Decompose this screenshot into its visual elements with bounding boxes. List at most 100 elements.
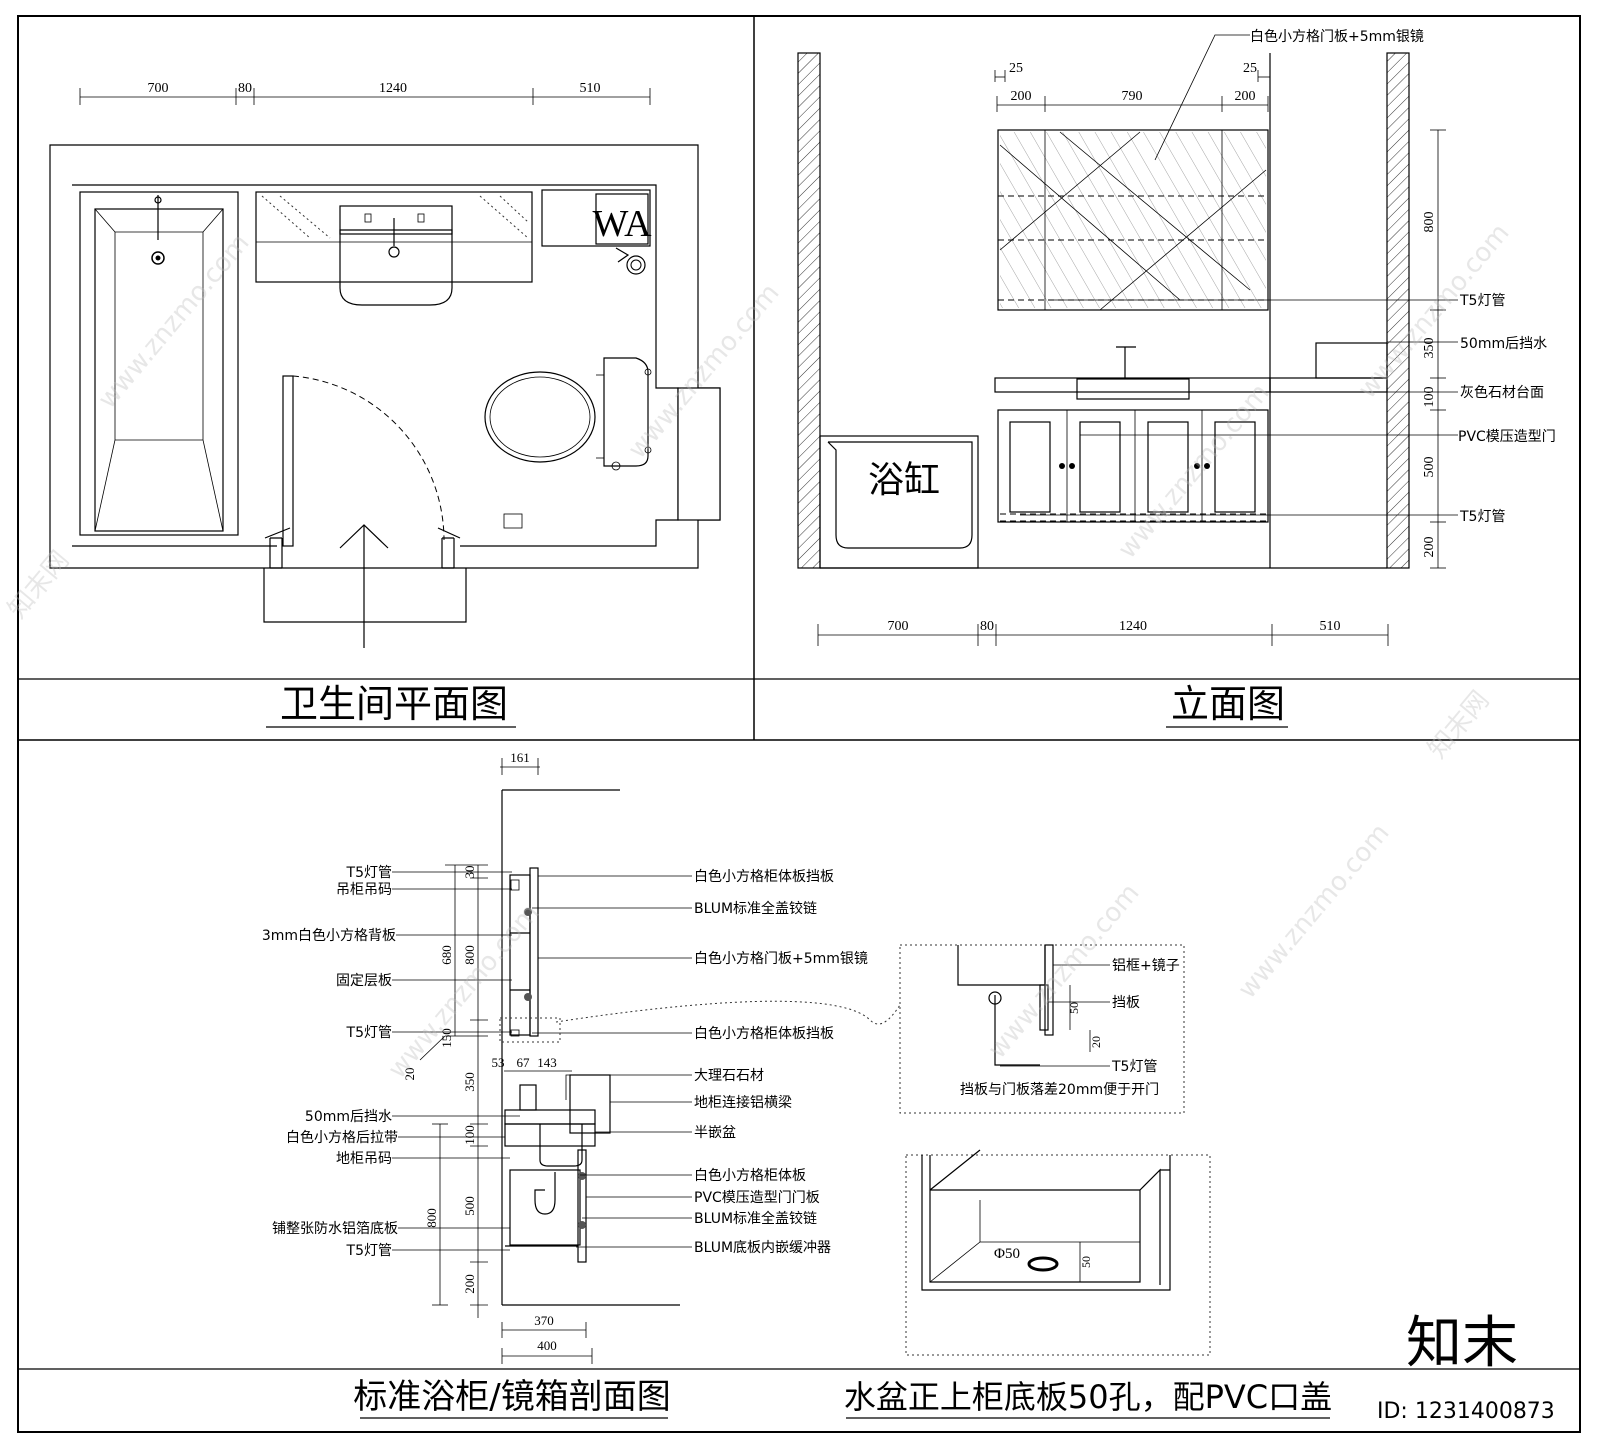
section-detail-marker: [499, 1017, 561, 1043]
elevation-bottom-dims: 700 80 1240 510: [817, 619, 1389, 646]
plan-bathtub: [79, 191, 239, 536]
detail-dim-20: 20: [1089, 1036, 1103, 1048]
elev-dim-790: 790: [1122, 89, 1143, 104]
section-dim-67: 67: [517, 1055, 531, 1070]
detail-hole-box: Φ50 50: [905, 1149, 1211, 1356]
elevation-top-dims: 25 25 200 790 200: [994, 61, 1271, 112]
section-vdim-150: 150: [439, 1028, 454, 1048]
section-label-crossbeam: 地柜连接铝横梁: [694, 1094, 792, 1111]
section-right-labels: 白色小方格柜体板挡板 BLUM标准全盖铰链 白色小方格门板+5mm银镜 白色小方…: [532, 868, 868, 1256]
section-label-basin: 半嵌盆: [694, 1125, 736, 1141]
svg-text:www.znzmo.com: www.znzmo.com: [92, 228, 255, 414]
section-label-hanger: 吊柜吊码: [336, 882, 392, 898]
elevation-title: 立面图: [1171, 682, 1285, 726]
section-detail-leader: [555, 1000, 901, 1025]
section-label-mirror-door: 白色小方格门板+5mm银镜: [694, 950, 868, 967]
elev-vdim-350: 350: [1422, 338, 1437, 359]
elevation-bathtub-label: 浴缸: [868, 460, 940, 501]
elevation-right-dims: 800 350 100 500 200: [1422, 129, 1446, 569]
plan-dim-1: 700: [148, 81, 169, 96]
plan-dim-3: 1240: [379, 81, 407, 96]
section-label-t5-2: T5灯管: [346, 1025, 392, 1041]
elev-vdim-200: 200: [1422, 537, 1437, 558]
section-mid-dims: 53 67 143: [492, 1055, 572, 1072]
section-label-cab-board-1: 白色小方格柜体板挡板: [694, 868, 834, 885]
section-lower-cabinet: [504, 1074, 611, 1263]
plan-toilet: [484, 357, 652, 471]
section-label-backsplash: 50mm后挡水: [305, 1109, 392, 1125]
detail-hole-diameter: Φ50: [994, 1246, 1020, 1262]
section-vdim-680: 680: [439, 945, 454, 965]
detail-label-t5: T5灯管: [1111, 1059, 1157, 1075]
sheet-frame: [17, 15, 1581, 1433]
section-label-cab-board-2: 白色小方格柜体板挡板: [694, 1025, 834, 1042]
elevation-callouts: 白色小方格门板+5mm银镜 T5灯管 50mm后挡水 灰色石材台面 PVC模压造…: [1020, 28, 1556, 525]
section-vdim-800-top: 800: [462, 945, 477, 965]
plan-vanity: [255, 191, 533, 306]
elev-dim-200-left: 200: [1011, 89, 1032, 104]
plan-washer-label: WA: [592, 203, 652, 245]
section-dim-53: 53: [492, 1055, 505, 1070]
section-label-cab-body: 白色小方格柜体板: [694, 1167, 806, 1184]
plan-dim-4: 510: [580, 81, 601, 96]
elev-vdim-100: 100: [1422, 387, 1437, 408]
elev-dim-200-right: 200: [1235, 89, 1256, 104]
detail-hole-dim-50: 50: [1079, 1256, 1093, 1268]
elev-vdim-500: 500: [1422, 457, 1437, 478]
section-vdim-200: 200: [462, 1274, 477, 1294]
section-label-blum-1: BLUM标准全盖铰链: [694, 900, 817, 917]
watermark-brand: 知末: [1406, 1311, 1518, 1376]
elevation-left-wall: [797, 52, 821, 569]
elev-callout-backsplash: 50mm后挡水: [1460, 336, 1547, 352]
detail-title: 水盆正上柜底板50孔，配PVC口盖: [844, 1378, 1332, 1416]
section-vdim-100: 100: [462, 1125, 477, 1145]
section-left-labels: T5灯管 吊柜吊码 3mm白色小方格背板 固定层板 T5灯管 50mm后挡水 白…: [262, 865, 520, 1259]
elevation-panel: 25 25 200 790 200: [797, 28, 1556, 728]
plan-dimension-chain: 700 80 1240 510: [79, 81, 651, 105]
plan-title: 卫生间平面图: [280, 682, 508, 726]
elev-callout-t5-top: T5灯管: [1459, 293, 1505, 309]
section-label-pvc-door: PVC模压造型门门板: [694, 1190, 820, 1206]
elev-bdim-1240: 1240: [1119, 619, 1147, 634]
elevation-vanity: [994, 342, 1388, 523]
svg-text:www.znzmo.com: www.znzmo.com: [1112, 378, 1275, 564]
svg-text:知末网: 知末网: [1422, 685, 1495, 764]
section-label-t5-3: T5灯管: [346, 1243, 392, 1259]
section-dim-370: 370: [534, 1313, 554, 1328]
section-label-back-strap: 白色小方格后拉带: [286, 1129, 398, 1146]
elev-bdim-700: 700: [888, 619, 909, 634]
plan-dim-2: 80: [238, 81, 252, 96]
elev-callout-t5-bottom: T5灯管: [1459, 509, 1505, 525]
elevation-mirror-cabinet: [997, 129, 1269, 311]
section-label-base-hanger: 地柜吊码: [336, 1151, 392, 1167]
section-vdim-800-bottom: 800: [424, 1208, 439, 1228]
section-label-blum-2: BLUM标准全盖铰链: [694, 1210, 817, 1227]
section-label-blum-damper: BLUM底板内嵌缓冲器: [694, 1240, 831, 1256]
elev-dim-25-right: 25: [1243, 61, 1257, 76]
section-vdim-500: 500: [462, 1196, 477, 1216]
section-vertical-dims: 30 680 800 150 20 350 100 500 800 200: [402, 864, 488, 1318]
plan-right-niche: [677, 387, 721, 521]
elev-callout-countertop: 灰色石材台面: [1460, 384, 1544, 401]
watermark-id: ID: 1231400873: [1377, 1399, 1555, 1424]
elevation-right-wall: [1386, 52, 1410, 569]
elevation-bathtub: 浴缸: [819, 435, 979, 569]
plan-washer: WA: [541, 189, 652, 275]
plan-inner-wall: [72, 184, 679, 547]
section-upper-cabinet: [509, 867, 539, 1037]
section-label-foil: 铺整张防水铝箔底板: [272, 1221, 398, 1237]
detail-mirror-box: 铝框+镜子 挡板 50 20 T5灯管 挡板与门板落差20mm便于开门: [899, 944, 1185, 1114]
plan-floor-drain: [503, 513, 523, 529]
elev-callout-mirror-door: 白色小方格门板+5mm银镜: [1250, 28, 1424, 45]
detail-dim-50: 50: [1067, 1002, 1081, 1014]
section-dim-161: 161: [510, 750, 530, 765]
plan-panel: 700 80 1240 510: [49, 81, 721, 728]
section-title: 标准浴柜/镜箱剖面图: [353, 1377, 670, 1417]
elev-bdim-80: 80: [980, 619, 994, 634]
plan-door: [263, 375, 467, 648]
detail-label-frame: 铝框+镜子: [1112, 958, 1180, 974]
elev-dim-25-left: 25: [1009, 61, 1023, 76]
svg-text:www.znzmo.com: www.znzmo.com: [1352, 218, 1515, 404]
elev-callout-pvc-door: PVC模压造型门: [1458, 429, 1556, 445]
